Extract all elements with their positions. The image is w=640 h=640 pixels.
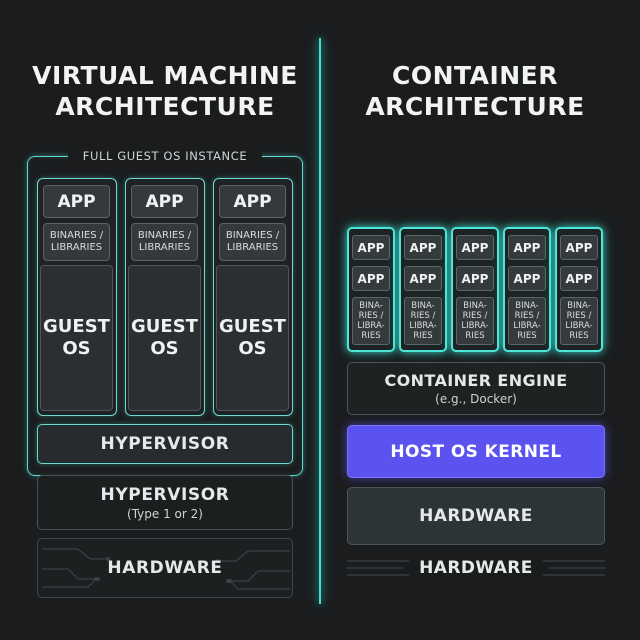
container-engine-sub: (e.g., Docker) [435,392,517,406]
container-app-box: APP [352,235,390,260]
vm-binaries-label: BINARIES / LIBRARIES [49,230,104,253]
vm-app-box: APP [43,185,110,218]
full-guest-os-label: FULL GUEST OS INSTANCE [68,148,262,164]
vm-hypervisor-inner: HYPERVISOR [37,424,293,464]
container-app-label: APP [461,240,489,255]
container-app-box: APP [508,266,546,291]
container-binaries-box: BINA- RIES / LIBRA- RIES [456,297,494,345]
vm-hypervisor-outer: HYPERVISOR (Type 1 or 2) [37,475,293,530]
vm-guest-os-label: GUEST OS [43,316,110,359]
container-column: APP APP BINA- RIES / LIBRA- RIES [451,227,499,352]
vm-hypervisor-inner-label: HYPERVISOR [100,434,230,454]
vm-guest-os-label: GUEST OS [219,316,286,359]
vm-app-box: APP [219,185,286,218]
circuit-traces-icon [347,560,605,576]
container-app-box: APP [352,266,390,291]
host-os-kernel: HOST OS KERNEL [347,425,605,478]
container-column: APP APP BINA- RIES / LIBRA- RIES [399,227,447,352]
vm-binaries-label: BINARIES / LIBRARIES [137,230,192,253]
container-hardware-box: HARDWARE [347,487,605,545]
circuit-traces-icon [42,548,290,590]
container-app-label: APP [357,240,385,255]
container-title: CONTAINER ARCHITECTURE [365,61,585,121]
container-app-box: APP [560,266,598,291]
container-column: APP APP BINA- RIES / LIBRA- RIES [503,227,551,352]
vm-guest-os-label: GUEST OS [131,316,198,359]
container-app-box: APP [508,235,546,260]
vm-hypervisor-outer-sub: (Type 1 or 2) [127,506,203,521]
container-hardware-base-label: HARDWARE [419,558,533,578]
container-app-label: APP [565,240,593,255]
container-binaries-label: BINA- RIES / LIBRA- RIES [565,301,593,341]
host-os-kernel-label: HOST OS KERNEL [390,441,562,462]
container-column: APP APP BINA- RIES / LIBRA- RIES [555,227,603,352]
vm-title: VIRTUAL MACHINE ARCHITECTURE [32,61,298,121]
center-divider [319,38,321,604]
container-app-label: APP [409,271,437,286]
vm-app-box: APP [131,185,198,218]
container-app-label: APP [409,240,437,255]
container-binaries-label: BINA- RIES / LIBRA- RIES [461,301,489,341]
container-binaries-box: BINA- RIES / LIBRA- RIES [560,297,598,345]
container-binaries-label: BINA- RIES / LIBRA- RIES [409,301,437,341]
vm-hardware-label: HARDWARE [107,558,223,578]
vm-binaries-box: BINARIES / LIBRARIES [131,223,198,261]
container-engine-label: CONTAINER ENGINE [384,371,568,390]
container-engine: CONTAINER ENGINE (e.g., Docker) [347,362,605,415]
container-hardware-box-label: HARDWARE [419,506,533,526]
container-app-box: APP [560,235,598,260]
container-app-box: APP [404,235,442,260]
vm-guest-os-box: GUEST OS [128,265,201,411]
container-binaries-box: BINA- RIES / LIBRA- RIES [508,297,546,345]
container-hardware-base: HARDWARE [347,553,605,583]
container-binaries-label: BINA- RIES / LIBRA- RIES [513,301,541,341]
container-app-label: APP [357,271,385,286]
container-app-label: APP [513,240,541,255]
container-binaries-label: BINA- RIES / LIBRA- RIES [357,301,385,341]
vm-column: APP BINARIES / LIBRARIES GUEST OS [37,178,117,416]
vm-binaries-box: BINARIES / LIBRARIES [43,223,110,261]
vm-hardware: HARDWARE [37,538,293,598]
vm-guest-os-box: GUEST OS [216,265,289,411]
vm-binaries-box: BINARIES / LIBRARIES [219,223,286,261]
vm-app-label: APP [57,191,96,212]
container-app-box: APP [404,266,442,291]
container-app-box: APP [456,235,494,260]
container-binaries-box: BINA- RIES / LIBRA- RIES [352,297,390,345]
vm-column: APP BINARIES / LIBRARIES GUEST OS [213,178,293,416]
vm-app-label: APP [233,191,272,212]
container-app-label: APP [513,271,541,286]
container-app-label: APP [565,271,593,286]
vm-column: APP BINARIES / LIBRARIES GUEST OS [125,178,205,416]
container-column: APP APP BINA- RIES / LIBRA- RIES [347,227,395,352]
vm-guest-os-box: GUEST OS [40,265,113,411]
vm-binaries-label: BINARIES / LIBRARIES [225,230,280,253]
container-app-box: APP [456,266,494,291]
vm-hypervisor-outer-label: HYPERVISOR [100,484,230,505]
container-app-label: APP [461,271,489,286]
container-binaries-box: BINA- RIES / LIBRA- RIES [404,297,442,345]
vm-app-label: APP [145,191,184,212]
